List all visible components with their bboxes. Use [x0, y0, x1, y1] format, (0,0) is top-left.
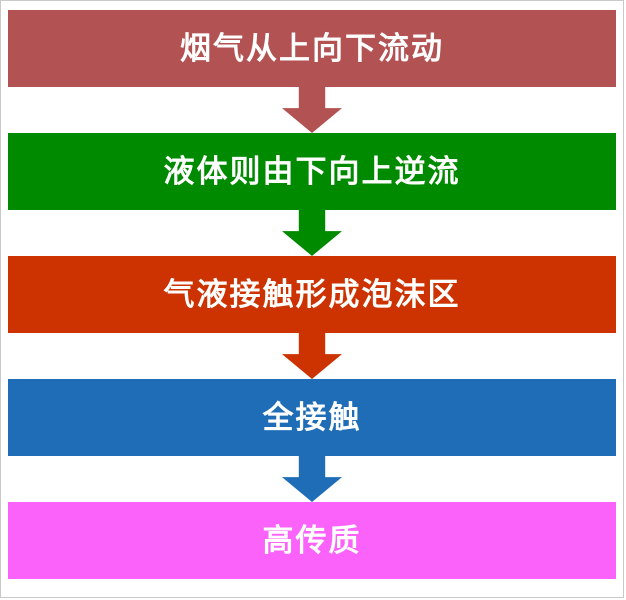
flow-step-liquid-upward: 液体则由下向上逆流 — [8, 133, 616, 210]
flow-step-high-mass-transfer: 高传质 — [8, 502, 616, 579]
flow-step-label: 液体则由下向上逆流 — [163, 154, 461, 189]
flow-step-foam-zone: 气液接触形成泡沫区 — [8, 256, 616, 333]
flow-step-label: 高传质 — [262, 523, 362, 558]
flow-step-label: 全接触 — [262, 400, 362, 435]
arrow-slot — [282, 333, 342, 379]
arrow-slot — [282, 87, 342, 133]
flow-step-label: 气液接触形成泡沫区 — [163, 277, 461, 312]
flow-step-label: 烟气从上向下流动 — [180, 31, 444, 66]
arrow-slot — [282, 210, 342, 256]
arrow-slot — [282, 456, 342, 502]
flow-step-gas-downward: 烟气从上向下流动 — [8, 10, 616, 87]
flow-step-full-contact: 全接触 — [8, 379, 616, 456]
down-arrow-icon — [282, 456, 342, 502]
down-arrow-icon — [282, 210, 342, 256]
down-arrow-icon — [282, 333, 342, 379]
down-arrow-icon — [282, 87, 342, 133]
